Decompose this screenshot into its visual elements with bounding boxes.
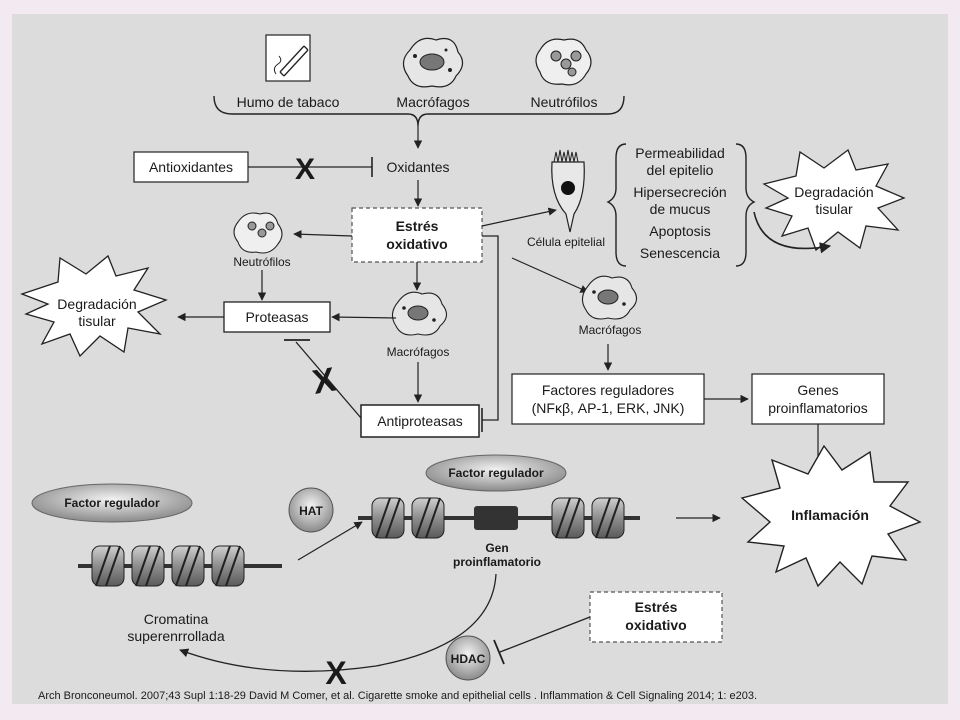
diagram-panel bbox=[12, 14, 948, 704]
block-x-antioxidants: X bbox=[295, 153, 315, 186]
epithelial-cell-label: Célula epitelial bbox=[527, 235, 605, 249]
epithelial-cell-icon bbox=[551, 149, 585, 233]
supercoiled-chromatin-line1: Cromatina bbox=[144, 611, 209, 627]
antioxidants-label: Antioxidantes bbox=[149, 159, 233, 175]
open-chromatin bbox=[358, 497, 640, 539]
epithelial-effects-right-bracket bbox=[735, 143, 756, 267]
hat-label: HAT bbox=[299, 504, 323, 518]
regulatory-factor-ellipse-right bbox=[425, 454, 567, 492]
macrophages-label-top: Macrófagos bbox=[396, 94, 469, 110]
hdac-circle bbox=[445, 635, 491, 681]
block-x-antiproteases: X bbox=[310, 360, 339, 401]
macrophage-icon-top bbox=[402, 37, 464, 88]
epithelial-effects-left-bracket bbox=[606, 143, 627, 267]
supercoiled-chromatin-line2: superenrrollada bbox=[127, 628, 224, 644]
tobacco-smoke-label: Humo de tabaco bbox=[237, 94, 340, 110]
macrophages-label-center: Macrófagos bbox=[387, 345, 450, 359]
effect-hypersecretion-1: Hipersecreción bbox=[633, 184, 726, 200]
macrophage-icon-center bbox=[391, 291, 448, 336]
regulatory-factors-line1: Factores reguladores bbox=[542, 382, 674, 398]
proinflammatory-genes-line2: proinflamatorios bbox=[768, 400, 868, 416]
supercoiled-chromatin bbox=[78, 545, 282, 587]
oxidative-stress-line1: Estrés bbox=[396, 218, 439, 234]
neutrophils-label-left: Neutrófilos bbox=[233, 255, 290, 269]
effect-permeability-1: Permeabilidad bbox=[635, 145, 725, 161]
proinflammatory-genes-line1: Genes bbox=[797, 382, 838, 398]
proinflammatory-gene-block bbox=[474, 506, 518, 530]
neutrophils-label-top: Neutrófilos bbox=[531, 94, 598, 110]
proinflammatory-genes-box bbox=[751, 373, 885, 425]
regulatory-factor-ellipse-left bbox=[31, 483, 193, 523]
oxidative-stress-box bbox=[351, 207, 483, 263]
cigarette-icon bbox=[265, 34, 311, 82]
effect-apoptosis: Apoptosis bbox=[649, 223, 710, 239]
oxidative-stress-bottom-line1: Estrés bbox=[635, 599, 678, 615]
gene-label-line1: Gen bbox=[485, 541, 508, 555]
effect-senescence: Senescencia bbox=[640, 245, 720, 261]
oxidants-label: Oxidantes bbox=[386, 159, 449, 175]
neutrophil-icon-top bbox=[535, 38, 592, 86]
macrophage-icon-right bbox=[581, 275, 638, 320]
effect-hypersecretion-2: de mucus bbox=[650, 201, 711, 217]
oxidative-stress-bottom-line2: oxidativo bbox=[625, 617, 686, 633]
tissue-degradation-left-line1: Degradación bbox=[57, 296, 136, 312]
proteases-label: Proteasas bbox=[245, 309, 308, 325]
gene-label-line2: proinflamatorio bbox=[453, 555, 541, 569]
regulatory-factor-left-label: Factor regulador bbox=[64, 496, 160, 510]
citation: Arch Bronconeumol. 2007;43 Supl 1:18-29 … bbox=[38, 690, 758, 702]
macrophages-label-right: Macrófagos bbox=[579, 323, 642, 337]
hat-circle bbox=[288, 487, 334, 533]
antioxidants-box bbox=[133, 151, 249, 183]
tissue-degradation-burst-right bbox=[762, 148, 906, 252]
inflammation-label: Inflamación bbox=[791, 507, 869, 523]
tissue-degradation-left-line2: tisular bbox=[78, 313, 116, 329]
oxidative-stress-line2: oxidativo bbox=[386, 236, 447, 252]
neutrophil-icon-left bbox=[233, 212, 283, 254]
hdac-label: HDAC bbox=[451, 652, 486, 666]
tissue-degradation-right-line1: Degradación bbox=[794, 184, 873, 200]
antiproteases-box bbox=[360, 404, 480, 438]
tissue-degradation-right-line2: tisular bbox=[815, 201, 853, 217]
inflammation-burst bbox=[740, 444, 922, 588]
block-x-hdac: X bbox=[325, 655, 347, 691]
tissue-degradation-burst-left bbox=[20, 254, 168, 358]
regulatory-factors-box bbox=[511, 373, 705, 425]
antiproteases-label: Antiproteasas bbox=[377, 413, 463, 429]
effect-permeability-2: del epitelio bbox=[647, 162, 714, 178]
regulatory-factor-right-label: Factor regulador bbox=[448, 466, 544, 480]
regulatory-factors-line2: (NFκβ, AP-1, ERK, JNK) bbox=[532, 400, 685, 416]
